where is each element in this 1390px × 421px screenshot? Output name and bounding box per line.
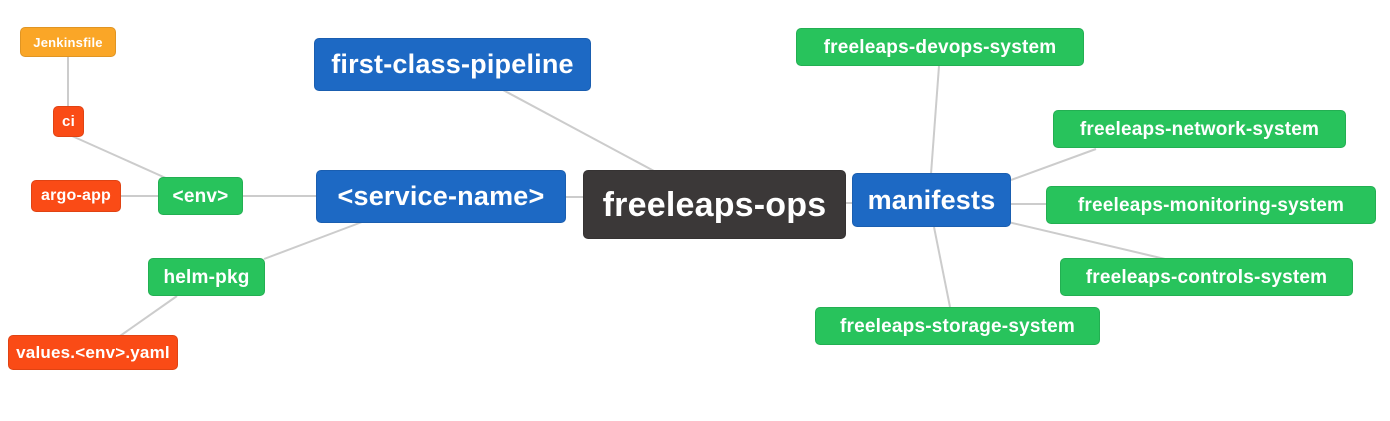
node-manifests[interactable]: manifests — [852, 173, 1011, 227]
node-argo-app[interactable]: argo-app — [31, 180, 121, 212]
node-freeleaps-network-system[interactable]: freeleaps-network-system — [1053, 110, 1346, 148]
node-label: argo-app — [40, 187, 112, 204]
node-label: manifests — [867, 184, 996, 215]
edge-helm-pkg-to-service-name — [263, 221, 363, 260]
edge-manifests-to-freeleaps-storage-system — [933, 226, 951, 308]
node-label: <env> — [172, 185, 229, 207]
node-label: <service-name> — [337, 181, 545, 211]
node-values-env-yaml[interactable]: values.<env>.yaml — [8, 335, 178, 370]
node-label: ci — [62, 113, 75, 130]
node-service-name[interactable]: <service-name> — [316, 170, 566, 223]
node-label: freeleaps-controls-system — [1085, 266, 1328, 288]
node-label: helm-pkg — [163, 266, 250, 288]
node-label: first-class-pipeline — [331, 49, 574, 79]
edge-freeleaps-devops-system-to-manifests — [930, 65, 940, 175]
node-freeleaps-storage-system[interactable]: freeleaps-storage-system — [815, 307, 1100, 345]
node-freeleaps-controls-system[interactable]: freeleaps-controls-system — [1060, 258, 1353, 296]
node-label: Jenkinsfile — [33, 34, 103, 50]
node-jenkinsfile[interactable]: Jenkinsfile — [20, 27, 116, 57]
node-freeleaps-monitoring-system[interactable]: freeleaps-monitoring-system — [1046, 186, 1376, 224]
edge-manifests-to-freeleaps-controls-system — [1007, 221, 1166, 260]
node-ci[interactable]: ci — [53, 106, 84, 137]
node-freeleaps-ops[interactable]: freeleaps-ops — [583, 170, 846, 239]
node-helm-pkg[interactable]: helm-pkg — [148, 258, 265, 296]
edge-manifests-to-freeleaps-network-system — [1010, 148, 1097, 181]
node-label: freeleaps-devops-system — [823, 36, 1057, 58]
edge-ci-to-env — [71, 135, 169, 180]
node-env[interactable]: <env> — [158, 177, 243, 215]
node-label: freeleaps-network-system — [1079, 118, 1320, 140]
node-freeleaps-devops-system[interactable]: freeleaps-devops-system — [796, 28, 1084, 66]
edge-helm-pkg-to-values-env-yaml — [119, 295, 178, 337]
edge-first-class-pipeline-to-freeleaps-ops — [502, 89, 655, 172]
node-first-class-pipeline[interactable]: first-class-pipeline — [314, 38, 591, 91]
node-label: values.<env>.yaml — [16, 343, 170, 362]
node-label: freeleaps-storage-system — [839, 315, 1076, 337]
node-label: freeleaps-ops — [602, 185, 827, 224]
node-label: freeleaps-monitoring-system — [1077, 194, 1345, 216]
